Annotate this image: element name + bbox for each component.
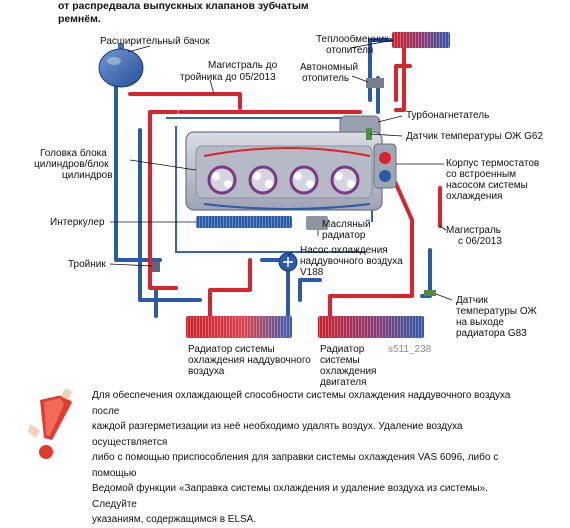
label-cylinder-head-1: Головка блока bbox=[40, 147, 107, 159]
label-pump-v188-3: V188 bbox=[300, 267, 324, 278]
cold-pipes bbox=[114, 38, 432, 318]
label-main-line-after-1: Магистраль bbox=[446, 225, 501, 236]
right-hot-riser bbox=[394, 38, 406, 112]
engine-radiator bbox=[318, 316, 424, 338]
tank-left-return-pipe bbox=[114, 82, 162, 262]
note-line-1: Для обеспечения охлаждающей способности … bbox=[92, 390, 511, 417]
label-engine-radiator-3: охлаждения bbox=[320, 366, 376, 377]
label-charge-radiator-1: Радиатор системы bbox=[188, 344, 275, 355]
left-hot-loop bbox=[148, 110, 178, 290]
engine-radiator-cold-inlet bbox=[298, 278, 322, 302]
auxiliary-heater bbox=[366, 78, 384, 88]
intercooler bbox=[196, 216, 292, 228]
label-cylinder-head-2: цилиндров/блок bbox=[34, 158, 109, 170]
sensor-g83-cold-pipe bbox=[420, 248, 432, 298]
label-pump-v188-1: Насос охлаждения bbox=[300, 245, 388, 256]
label-heater-core-1: Теплообменник bbox=[316, 33, 389, 45]
oil-cooler bbox=[306, 216, 328, 230]
label-thermostat-4: охлаждения bbox=[446, 191, 502, 202]
label-sensor-g83-2: температуры ОЖ bbox=[456, 306, 537, 317]
left-vertical-cold-pipe bbox=[138, 128, 202, 302]
warning-exclamation-icon bbox=[28, 388, 72, 459]
note-line-2: каждой разгерметизации из неё необходимо… bbox=[92, 421, 463, 448]
note-line-3: либо с помощью приспособления для заправ… bbox=[92, 452, 499, 479]
label-thermostat-2: со встроенным bbox=[446, 169, 516, 180]
temp-sensor-g83 bbox=[424, 290, 436, 296]
label-thermostat-1: Корпус термостатов bbox=[446, 158, 539, 169]
intro-text-line-1: от распредвала выпускных клапанов зубчат… bbox=[58, 0, 309, 12]
label-thermostat-3: насосом системы bbox=[446, 180, 528, 191]
label-pump-v188-2: наддувочного воздуха bbox=[300, 256, 403, 267]
label-sensor-g83-1: Датчик bbox=[456, 295, 488, 306]
label-main-line-to-tee-1: Магистраль до bbox=[208, 60, 278, 71]
note-line-4: Ведомой функции «Заправка системы охлажд… bbox=[92, 483, 488, 510]
intro-text: от распредвала выпускных клапанов зубчат… bbox=[58, 0, 309, 26]
label-aux-heater-1: Автономный bbox=[300, 62, 358, 73]
label-temp-sensor-g62: Датчик температуры ОЖ G62 bbox=[406, 131, 543, 142]
warning-note: Для обеспечения охлаждающей способности … bbox=[92, 388, 532, 528]
cooling-system-diagram: Расширительный бачок Магистраль до тройн… bbox=[28, 32, 543, 459]
tee-junction bbox=[152, 262, 160, 272]
label-charge-radiator-3: воздуха bbox=[188, 366, 225, 377]
hot-pipes bbox=[128, 38, 442, 318]
label-sensor-g83-3: на выходе bbox=[456, 317, 504, 328]
main-line-to-tee bbox=[128, 92, 242, 110]
label-aux-heater-2: отопитель bbox=[302, 73, 349, 84]
coolant-pump-v188 bbox=[278, 252, 298, 272]
label-main-line-after-2: с 06/2013 bbox=[458, 236, 502, 247]
figure-code: s511_238 bbox=[388, 344, 432, 355]
note-line-5: указаниям, содержащимся в ELSA. bbox=[92, 514, 257, 525]
label-oil-cooler-2: радиатор bbox=[322, 230, 366, 241]
engine-block bbox=[185, 131, 383, 211]
label-engine-radiator-2: системы bbox=[320, 355, 360, 366]
thermostat-to-radiator bbox=[328, 173, 414, 318]
label-intercooler: Интеркулер bbox=[50, 217, 105, 228]
label-oil-cooler-1: Масляный bbox=[322, 219, 371, 230]
label-sensor-g83-4: радиатора G83 bbox=[456, 328, 527, 339]
label-engine-radiator-4: двигателя bbox=[320, 377, 366, 388]
label-engine-radiator-1: Радиатор bbox=[320, 344, 365, 355]
heater-core bbox=[392, 32, 450, 48]
intro-text-line-2: ремнём. bbox=[58, 13, 101, 25]
label-cylinder-head-3: цилиндров bbox=[62, 170, 113, 181]
leader-lines bbox=[109, 39, 453, 301]
label-expansion-tank: Расширительный бачок bbox=[100, 35, 210, 47]
thermostat-housing bbox=[373, 143, 397, 189]
temp-sensor-g62 bbox=[366, 128, 372, 140]
label-turbocharger: Турбонагнетатель bbox=[406, 109, 489, 121]
heater-hot-return bbox=[394, 64, 412, 102]
pump-loop bbox=[208, 258, 252, 318]
label-heater-core-2: отопителя bbox=[326, 45, 373, 56]
label-charge-radiator-2: охлаждения наддувочного bbox=[188, 355, 311, 366]
expansion-tank bbox=[98, 44, 144, 88]
charge-air-radiator bbox=[186, 316, 292, 338]
label-main-line-to-tee-2: тройника до 05/2013 bbox=[180, 72, 276, 83]
label-tee: Тройник bbox=[68, 259, 106, 270]
